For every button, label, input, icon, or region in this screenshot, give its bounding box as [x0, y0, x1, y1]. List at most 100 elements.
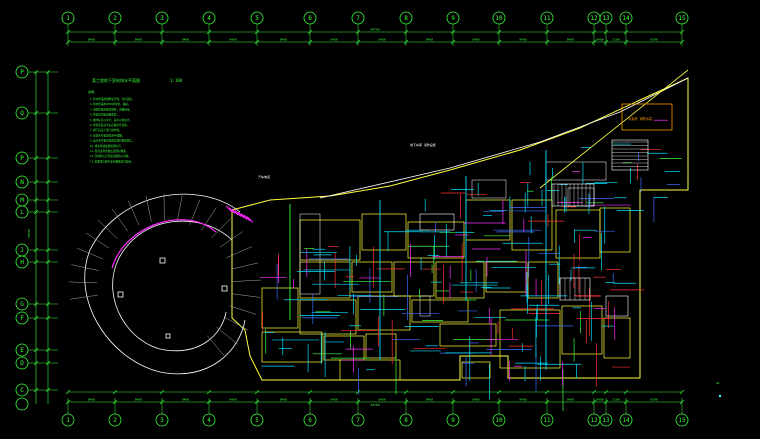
row-axis-label: M — [20, 197, 24, 204]
note-line: 12.穿越防火分区处应做防火封堵。 — [90, 154, 131, 158]
corner-label: A1 — [716, 381, 720, 385]
row-axis-label: D — [20, 360, 24, 367]
corner-marker — [719, 395, 721, 397]
dimension-label: 8400 — [596, 398, 603, 402]
column-axis-label: 1 — [66, 15, 70, 22]
dimension-label: 8400 — [330, 38, 337, 42]
dimension-label: 8400 — [519, 398, 526, 402]
dimension-label: 8400 — [567, 38, 574, 42]
dimension-label: 8400 — [378, 38, 385, 42]
dimension-label: 8400 — [280, 398, 287, 402]
dimension-label: 8400 — [426, 38, 433, 42]
row-axis-label: C — [20, 387, 24, 394]
column-axis-label: 5 — [255, 15, 259, 22]
room-partitions — [262, 162, 630, 380]
note-line: 7.阀门应设于便于操作处。 — [90, 128, 122, 132]
left-dimension-chain: 58450 — [27, 70, 50, 404]
column-axis-label: 9 — [451, 15, 455, 22]
column-axis-label: 8 — [404, 417, 408, 424]
pipe-network — [226, 120, 681, 411]
note-line: 2.排水管采用UPVC排水管，粘接。 — [90, 102, 131, 106]
column-axis-label: 14 — [622, 417, 630, 424]
outer-wall — [232, 78, 688, 380]
column-axis-label: 4 — [207, 417, 211, 424]
row-axis-label: J — [20, 247, 24, 254]
top-dimension-chain: 8400 8400 8400 8400 8400 8400 8400 8400 8400 8400… — [66, 28, 684, 45]
dimension-label: 8400 — [280, 38, 287, 42]
total-dimension-label: 84700 — [370, 28, 379, 32]
column-axis-label: 15 — [678, 417, 686, 424]
row-axis-label: N — [20, 179, 24, 186]
column-axis-label: 3 — [160, 417, 164, 424]
design-notes: 1.给水管采用钢塑复合管，丝扣连接。2.排水管采用UPVC排水管，粘接。3.消防… — [90, 97, 135, 163]
left-total-label: 58450 — [27, 229, 31, 238]
note-line: 3.消防管采用镀锌钢管，沟槽连接。 — [90, 107, 132, 111]
row-axis-label: G — [20, 301, 24, 308]
ramp-label: 汽车坡道 — [258, 174, 270, 179]
dimension-label: 8400 — [567, 398, 574, 402]
column-axis-label: 11 — [543, 15, 551, 22]
column-axis-label: 3 — [160, 15, 164, 22]
column-axis-label: 10 — [495, 417, 503, 424]
note-line: 13.本图须与相关专业图纸配合使用。 — [90, 159, 134, 163]
note-line: 5.图中标高以米计，其余以毫米计。 — [90, 118, 132, 122]
column-axis-label: 15 — [678, 15, 686, 22]
pump-room-label: 水泵房 消防水泵 — [628, 116, 653, 121]
note-line: 1.给水管采用钢塑复合管，丝扣连接。 — [90, 97, 135, 101]
total-dimension-label: 84700 — [370, 403, 379, 407]
dimension-label: 4200 — [650, 38, 657, 42]
dimension-label: 8400 — [88, 38, 95, 42]
dimension-label: 8400 — [330, 398, 337, 402]
row-axis-label: L — [20, 209, 24, 216]
note-line: 4.管道穿墙处设钢套管。 — [90, 113, 119, 117]
column-axis-bubbles: 1122334455667788991010111112121313141415… — [62, 12, 688, 426]
column-axis-label: 13 — [602, 15, 610, 22]
dimension-label: 8400 — [229, 38, 236, 42]
row-axis-bubble — [16, 398, 28, 410]
column-axis-label: 2 — [113, 15, 117, 22]
column-axis-label: 14 — [622, 15, 630, 22]
dimension-label: 8400 — [229, 398, 236, 402]
dimension-label: 3100 — [612, 38, 619, 42]
dimension-label: 8400 — [135, 38, 142, 42]
dimension-label: 8400 — [135, 398, 142, 402]
dimension-label: 8400 — [472, 38, 479, 42]
note-line: 9.其余未尽事宜按国家现行规范施工。 — [90, 139, 135, 143]
column-axis-label: 9 — [451, 417, 455, 424]
dimension-label: 8400 — [596, 38, 603, 42]
row-axis-label: P — [20, 155, 24, 162]
note-line: 8.喷淋头布置见喷淋平面图。 — [90, 133, 124, 137]
dimension-label: 8400 — [426, 398, 433, 402]
notes-heading: 说明： — [88, 89, 97, 94]
column-axis-label: 11 — [543, 417, 551, 424]
column-axis-label: 6 — [308, 15, 312, 22]
column-axis-label: 12 — [590, 417, 598, 424]
column-axis-label: 6 — [308, 417, 312, 424]
parking-label: 地下车库 消防设施 — [410, 142, 436, 147]
column-axis-label: 5 — [255, 417, 259, 424]
column-axis-label: 2 — [113, 417, 117, 424]
dimension-label: 8400 — [182, 38, 189, 42]
row-axis-label: P — [20, 69, 24, 76]
dimension-label: 8400 — [182, 398, 189, 402]
column-axis-label: 13 — [602, 417, 610, 424]
column-axis-label: 7 — [356, 15, 360, 22]
drawing-title: 某工程地下室给排水平面图 — [92, 77, 140, 83]
dimension-label: 8400 — [378, 398, 385, 402]
column-axis-label: 7 — [356, 417, 360, 424]
dimension-label: 8400 — [88, 398, 95, 402]
column-axis-label: 1 — [66, 417, 70, 424]
row-axis-label: F — [20, 315, 24, 322]
column-axis-label: 10 — [495, 15, 503, 22]
floor-plan: 水泵房 消防水泵 汽车坡道 地下车库 消防设施 A1 — [69, 70, 721, 411]
column-axis-label: 12 — [590, 15, 598, 22]
column-axis-label: 8 — [404, 15, 408, 22]
column-axis-label: 4 — [207, 15, 211, 22]
bottom-dimension-chain: 8400 8400 8400 8400 8400 8400 8400 8400 8400 8400… — [66, 390, 684, 407]
note-line: 11.管道支吊架做法见国标图集。 — [90, 149, 128, 153]
roof-edge — [540, 70, 688, 188]
row-axis-label: H — [20, 259, 24, 266]
